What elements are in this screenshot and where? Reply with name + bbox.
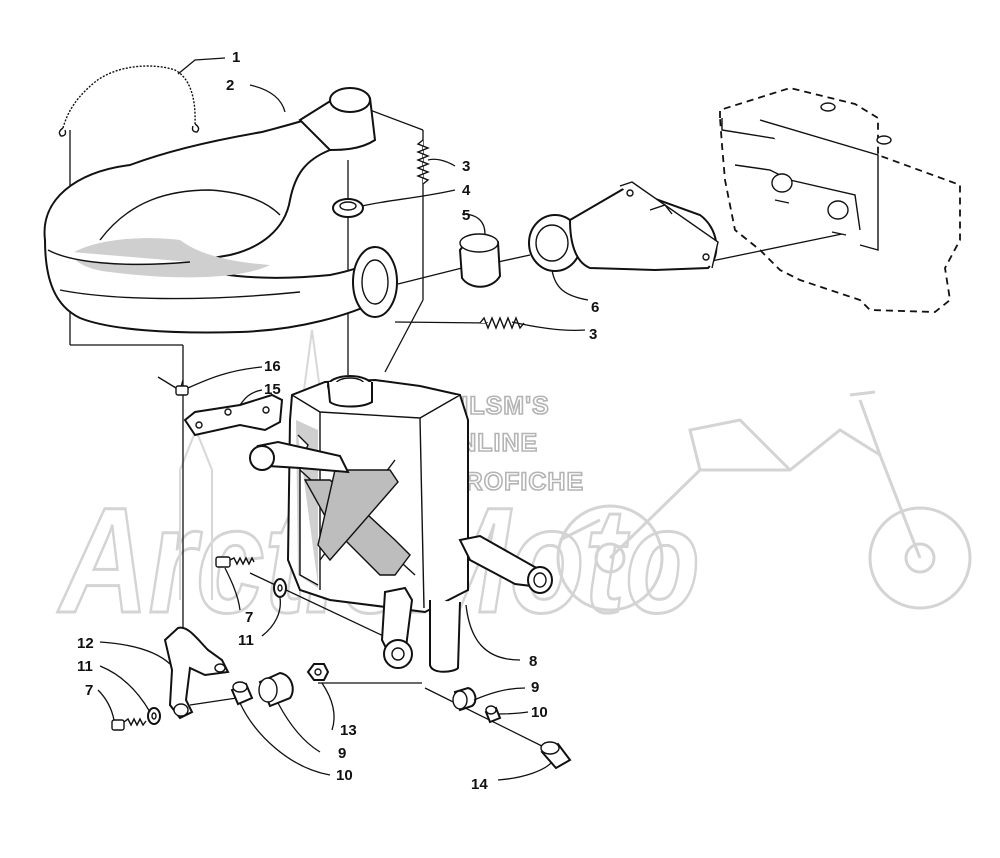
engine-outline [719,87,961,313]
watermark-line-1: HLSM'S [450,392,549,420]
sleeve-part-14 [540,741,572,770]
bolt-part-7-upper [215,556,255,568]
callout-labels: 1 2 3 4 5 6 3 16 15 7 11 12 11 7 13 9 10… [77,49,599,793]
washer-part-11-upper [273,578,287,598]
washer-part-11-lower [147,707,161,725]
callout-9-lower: 9 [338,745,346,762]
callout-6: 6 [591,299,599,316]
grommet-part-4 [332,198,364,218]
callout-12: 12 [77,635,94,652]
callout-4: 4 [462,182,471,199]
bolt-part-16 [157,376,189,396]
bolt-part-7-lower [111,717,147,731]
callout-13: 13 [340,722,357,739]
bracket-part-15 [183,393,284,437]
callout-11-upper: 11 [238,632,254,649]
spring-part-3-upper [416,139,430,185]
spacer-part-10-right [484,705,502,724]
spring-hook-part-1 [58,65,200,137]
nut-part-13 [306,663,330,681]
expansion-chamber-part-2 [43,87,398,334]
callout-3-upper: 3 [462,158,470,175]
callout-9-right: 9 [531,679,539,696]
muffler-part-8 [249,375,553,673]
callout-7-lower: 7 [85,682,93,699]
callout-7-upper: 7 [245,609,253,626]
bushing-part-9-left [258,671,294,708]
spring-part-3-lower [479,316,525,330]
callout-10-lower: 10 [336,767,353,784]
callout-5: 5 [462,207,470,224]
callout-leaders [97,57,589,781]
callout-1: 1 [232,49,240,66]
watermark-motorcycle-icon [556,390,972,612]
callout-14: 14 [471,776,488,793]
bushing-part-9-right [452,686,477,712]
watermark: ArcticMoto HLSM'S ONLINE MICROFICHE [55,329,972,646]
callout-10-right: 10 [531,704,548,721]
callout-11-lower: 11 [77,658,93,675]
callout-8: 8 [529,653,537,670]
spacer-part-10-left [230,681,254,706]
manifold-part-6 [528,181,719,272]
mount-bracket-part-12 [163,626,230,720]
callout-15: 15 [264,381,281,398]
callout-2: 2 [226,77,234,94]
seal-ring-part-5 [458,233,502,288]
callout-16: 16 [264,358,281,375]
callout-3-lower: 3 [589,326,597,343]
